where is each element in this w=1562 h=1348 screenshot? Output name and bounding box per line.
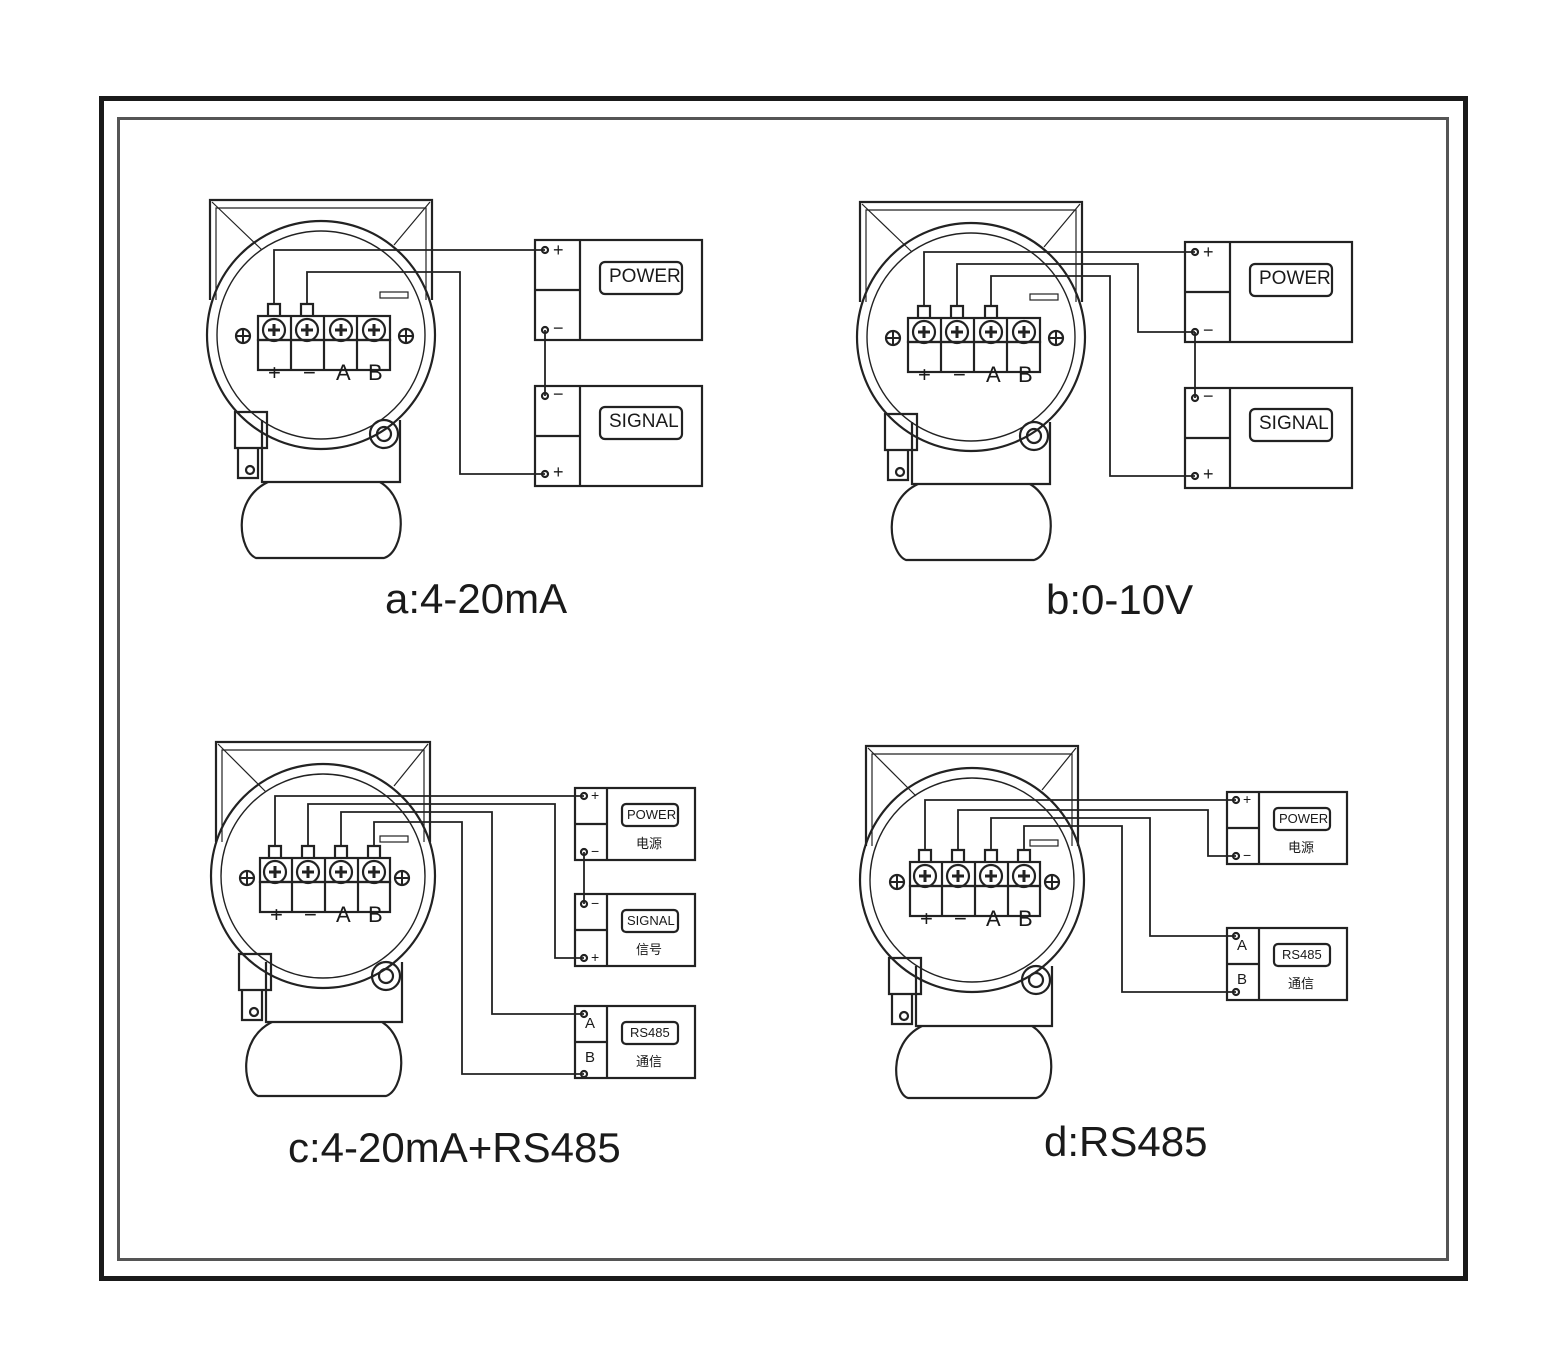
transmitter-d xyxy=(858,744,1086,1100)
terminal-label-b: B xyxy=(1018,906,1033,931)
wiring-c xyxy=(274,795,585,1075)
signal-label-b: SIGNAL xyxy=(1259,413,1329,434)
terminal-label-minus: − xyxy=(303,360,316,385)
outer-frame xyxy=(99,96,1468,1281)
rs485-a-mark-c: A xyxy=(585,1015,596,1032)
power-label-d: POWER xyxy=(1279,811,1329,826)
rs485-b-mark-c: B xyxy=(585,1049,596,1066)
signal-minus-mark-b: − xyxy=(1203,386,1214,406)
signal-box-a xyxy=(533,384,704,488)
power-plus-mark-b: + xyxy=(1203,242,1214,262)
terminal-label-minus: − xyxy=(954,906,967,931)
terminal-label-b: B xyxy=(1018,362,1033,387)
power-box-a xyxy=(533,238,704,342)
power-box-d xyxy=(1225,790,1349,866)
signal-label-a: SIGNAL xyxy=(609,411,679,432)
signal-label-c: SIGNAL xyxy=(627,913,675,928)
terminal-label-minus: − xyxy=(304,902,317,927)
signal-plus-mark-a: + xyxy=(553,462,564,482)
signal-box-b xyxy=(1183,386,1354,490)
rs485-cn-label-c: 通信 xyxy=(636,1054,663,1069)
terminal-label-plus: + xyxy=(268,360,281,385)
terminal-label-minus: − xyxy=(953,362,966,387)
transmitter-c xyxy=(209,740,437,1098)
power-minus-mark-b: − xyxy=(1203,320,1214,340)
terminal-label-a: A xyxy=(986,362,1001,387)
rs485-box-d xyxy=(1225,926,1349,1002)
wiring-d xyxy=(924,799,1236,993)
terminal-label-b: B xyxy=(368,902,383,927)
rs485-label-c: RS485 xyxy=(630,1025,670,1040)
terminal-label-plus: + xyxy=(918,362,931,387)
terminal-label-a: A xyxy=(336,902,351,927)
rs485-cn-label-d: 通信 xyxy=(1288,976,1315,991)
power-plus-mark-c: + xyxy=(591,787,600,803)
caption-d: d:RS485 xyxy=(1044,1118,1208,1165)
power-plus-mark-a: + xyxy=(553,240,564,260)
power-cn-label-c: 电源 xyxy=(636,836,663,851)
terminal-label-plus: + xyxy=(270,902,283,927)
signal-plus-mark-b: + xyxy=(1203,464,1214,484)
rs485-label-d: RS485 xyxy=(1282,947,1322,962)
power-minus-mark-c: − xyxy=(591,843,600,859)
power-label-c: POWER xyxy=(627,807,677,822)
rs485-a-mark-d: A xyxy=(1237,937,1248,954)
power-label-a: POWER xyxy=(609,266,681,287)
power-box-c xyxy=(573,786,697,862)
power-box-b xyxy=(1183,240,1354,344)
power-label-b: POWER xyxy=(1259,268,1331,289)
rs485-b-mark-d: B xyxy=(1237,971,1248,988)
terminal-label-b: B xyxy=(368,360,383,385)
signal-minus-mark-c: − xyxy=(591,895,600,911)
signal-box-c xyxy=(573,892,697,968)
power-minus-mark-a: − xyxy=(553,318,564,338)
power-cn-label-d: 电源 xyxy=(1288,840,1315,855)
terminal-label-a: A xyxy=(986,906,1001,931)
caption-c: c:4-20mA+RS485 xyxy=(288,1124,621,1171)
rs485-box-c xyxy=(573,1004,697,1080)
power-plus-mark-d: + xyxy=(1243,791,1252,807)
signal-minus-mark-a: − xyxy=(553,384,564,404)
caption-a: a:4-20mA xyxy=(385,575,568,622)
caption-b: b:0-10V xyxy=(1046,576,1194,623)
power-minus-mark-d: − xyxy=(1243,847,1252,863)
terminal-label-a: A xyxy=(336,360,351,385)
transmitter-a xyxy=(205,198,437,560)
signal-plus-mark-c: + xyxy=(591,949,600,965)
inner-frame xyxy=(117,117,1449,1261)
terminal-label-plus: + xyxy=(920,906,933,931)
signal-cn-label-c: 信号 xyxy=(636,942,663,957)
